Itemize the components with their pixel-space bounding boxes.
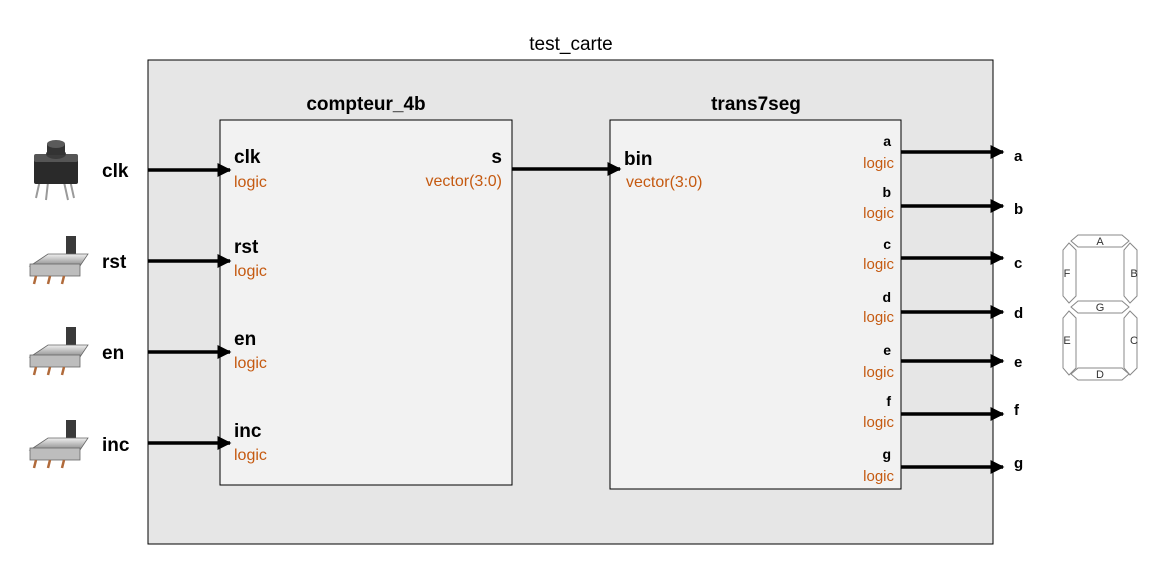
trans7seg-port-a: a <box>883 133 891 149</box>
segment-e <box>1062 310 1077 376</box>
push-button-icon <box>34 140 78 201</box>
ext-output-c: c <box>1014 255 1022 272</box>
trans7seg-port-b-type: logic <box>863 205 894 222</box>
ext-input-inc: inc <box>102 435 130 456</box>
trans7seg-block <box>609 119 902 490</box>
slide-switch-icon <box>28 420 89 469</box>
compteur-block <box>219 119 513 486</box>
trans7seg-port-a-type: logic <box>863 155 894 172</box>
ext-input-clk: clk <box>102 161 129 182</box>
trans7seg-port-b: b <box>882 184 891 200</box>
trans7seg-port-d-type: logic <box>863 309 894 326</box>
ext-input-en: en <box>102 343 124 364</box>
compteur-port-clk-type: logic <box>234 174 267 191</box>
trans7seg-port-bin-type: vector(3:0) <box>626 174 702 191</box>
compteur-port-s: s <box>491 147 502 168</box>
trans7seg-port-d: d <box>882 289 891 305</box>
segment-label-g: G <box>1096 302 1105 314</box>
ext-output-b: b <box>1014 201 1023 218</box>
trans7seg-port-g-type: logic <box>863 468 894 485</box>
trans7seg-port-g: g <box>882 446 891 462</box>
segment-label-e: E <box>1063 335 1070 347</box>
ext-output-d: d <box>1014 305 1023 322</box>
trans7seg-port-e: e <box>883 342 891 358</box>
segment-c <box>1123 310 1138 376</box>
trans7seg-port-c: c <box>883 236 891 252</box>
segment-b <box>1123 242 1138 304</box>
segment-label-d: D <box>1096 369 1104 381</box>
segment-f <box>1062 242 1077 304</box>
compteur-port-rst-type: logic <box>234 263 267 280</box>
compteur-title: compteur_4b <box>306 94 425 115</box>
compteur-port-en-type: logic <box>234 355 267 372</box>
ext-output-e: e <box>1014 354 1022 371</box>
trans7seg-port-f: f <box>886 393 891 409</box>
ext-output-f: f <box>1014 402 1020 419</box>
trans7seg-port-f-type: logic <box>863 414 894 431</box>
segment-label-f: F <box>1064 268 1071 280</box>
trans7seg-title: trans7seg <box>711 94 801 115</box>
segment-label-b: B <box>1130 268 1137 280</box>
trans7seg-port-c-type: logic <box>863 256 894 273</box>
trans7seg-port-bin: bin <box>624 149 653 170</box>
segment-label-c: C <box>1130 335 1138 347</box>
seven-segment-display <box>1062 234 1138 381</box>
compteur-port-s-type: vector(3:0) <box>426 173 502 190</box>
slide-switch-icon <box>28 236 89 285</box>
ext-output-g: g <box>1014 455 1023 472</box>
segment-label-a: A <box>1096 236 1104 248</box>
compteur-port-en: en <box>234 329 256 350</box>
top-entity-title: test_carte <box>529 34 612 55</box>
compteur-port-rst: rst <box>234 237 259 258</box>
compteur-port-clk: clk <box>234 147 261 168</box>
segment-d <box>1070 367 1130 381</box>
segment-g <box>1070 300 1130 314</box>
ext-input-rst: rst <box>102 252 127 273</box>
compteur-port-inc: inc <box>234 421 262 442</box>
ext-output-a: a <box>1014 148 1023 165</box>
trans7seg-port-e-type: logic <box>863 364 894 381</box>
segment-a <box>1070 234 1130 248</box>
compteur-port-inc-type: logic <box>234 447 267 464</box>
slide-switch-icon <box>28 327 89 376</box>
